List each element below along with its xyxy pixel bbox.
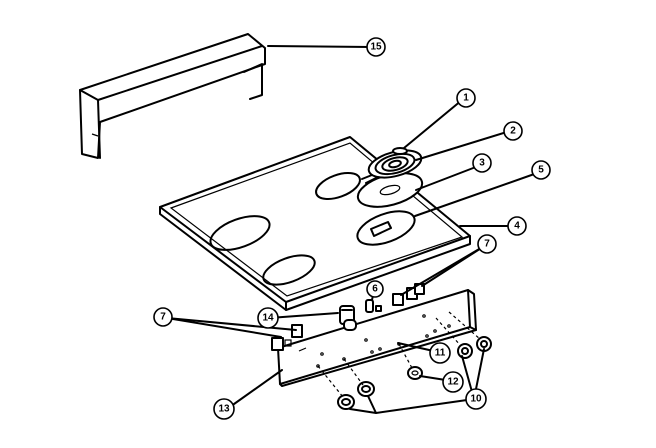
element-support [392,147,408,155]
terminal-blocks-left [271,324,303,351]
washer [407,366,423,380]
callout-2: 2 [503,121,523,141]
callout-7-left: 7 [153,307,173,327]
svg-text:1: 1 [463,93,469,104]
backguard [79,33,266,159]
infinite-switches [339,299,382,331]
callout-13: 13 [213,398,235,420]
svg-text:3: 3 [479,158,485,169]
svg-text:13: 13 [218,404,230,415]
callout-14: 14 [257,307,279,329]
control-panel [277,289,477,387]
alignment-lines [317,311,481,398]
callout-5: 5 [531,160,551,180]
svg-text:5: 5 [538,165,544,176]
svg-text:12: 12 [447,377,459,388]
svg-text:4: 4 [514,221,520,232]
callout-11: 11 [429,342,451,364]
svg-text:7: 7 [484,239,490,250]
knob-front-middle [357,381,375,397]
callout-6: 6 [366,280,384,298]
knob-right-a [457,343,473,359]
svg-text:2: 2 [510,126,516,137]
svg-text:15: 15 [370,42,382,53]
knob-front-left [337,394,355,410]
callout-4: 4 [507,216,527,236]
svg-text:14: 14 [262,313,274,324]
knobs [337,336,492,410]
callout-10: 10 [465,388,487,410]
svg-text:10: 10 [470,394,482,405]
drip-pan [356,172,424,208]
callout-1: 1 [456,88,476,108]
svg-text:7: 7 [160,312,166,323]
svg-text:6: 6 [372,284,378,295]
callout-12: 12 [442,371,464,393]
terminal-blocks-right [392,283,425,306]
surface-element-coil [361,149,423,184]
callout-3: 3 [472,153,492,173]
callout-15: 15 [366,37,386,57]
callout-7-right: 7 [477,234,497,254]
svg-text:11: 11 [435,348,446,359]
callouts: 15 1 2 3 5 4 7 6 [153,37,551,420]
